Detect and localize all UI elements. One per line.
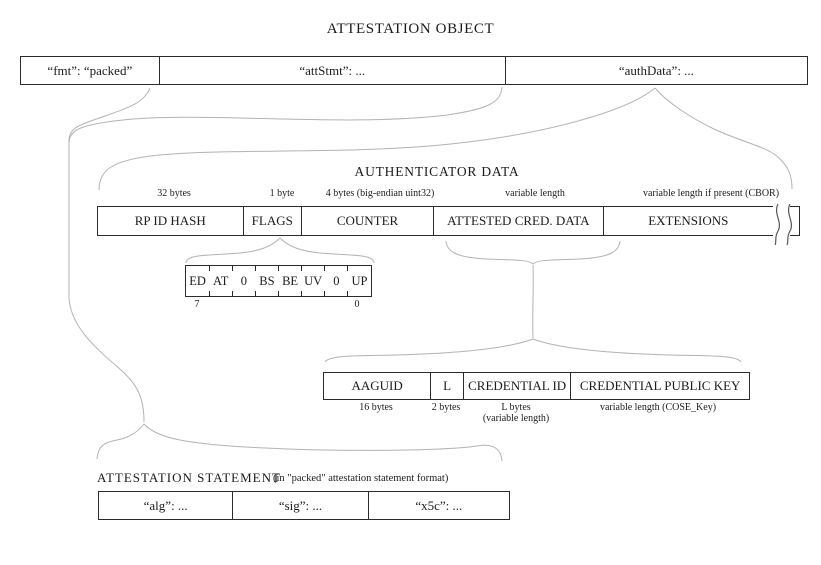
flag-bit-up: UP — [347, 265, 371, 297]
size-label-attested-cred-data: variable length — [505, 188, 565, 199]
counter-cell: COUNTER — [300, 207, 433, 235]
flags-cell: FLAGS — [242, 207, 301, 235]
extensions-cell: EXTENSIONS — [602, 207, 799, 235]
flag-bit-at: AT — [208, 265, 232, 297]
alg-cell: “alg”: ... — [143, 497, 188, 513]
size-label-credential-id-2: (variable length) — [482, 413, 550, 424]
flags-brace — [185, 237, 375, 264]
fmt-box: “fmt”: “packed” — [47, 62, 133, 78]
flag-bit-rfu2: 0 — [324, 265, 348, 297]
aaguid-cell: AAGUID — [351, 378, 403, 393]
authdata-box: “authData”: ... — [504, 57, 807, 84]
size-label-credential-public-key: variable length (COSE_Key) — [599, 402, 717, 413]
credential-id-cell: CREDENTIAL ID — [463, 373, 570, 399]
size-label-extensions: variable length if present (CBOR) — [642, 188, 780, 199]
authenticator-data-heading: AUTHENTICATOR DATA — [354, 164, 520, 179]
flag-bit-rfu1: 0 — [231, 265, 255, 297]
flags-bitfield: ED AT 0 BS BE UV 0 UP — [185, 265, 372, 297]
size-label-counter: 4 bytes (big-endian uint32) — [325, 188, 435, 199]
flag-bit-uv: UV — [301, 265, 325, 297]
page-title: ATTESTATION OBJECT — [326, 21, 495, 37]
attested-cred-data-cell: ATTESTED CRED. DATA — [433, 207, 602, 235]
flag-bit-ed: ED — [189, 273, 206, 288]
size-label-aaguid: 16 bytes — [359, 402, 393, 413]
bit-index-lsb: 0 — [354, 299, 360, 310]
attested-cred-data-brace — [324, 240, 742, 363]
size-label-l: 2 bytes — [431, 402, 461, 413]
size-label-credential-id: L bytes — [501, 402, 531, 413]
attestation-object-row: “fmt”: “packed” “attStmt”: ... “authData… — [20, 56, 808, 85]
attestation-statement-row: “alg”: ... “sig”: ... “x5c”: ... — [98, 491, 510, 520]
rp-id-hash-cell: RP ID HASH — [134, 213, 206, 228]
attestation-statement-note: (in "packed" attestation statement forma… — [273, 473, 449, 484]
attestation-statement-brace — [96, 423, 503, 462]
bit-index-msb: 7 — [194, 299, 200, 310]
flag-bit-be: BE — [277, 265, 302, 297]
credential-public-key-cell: CREDENTIAL PUBLIC KEY — [570, 373, 749, 399]
attstmt-box: “attStmt”: ... — [158, 57, 505, 84]
authenticator-data-row: RP ID HASH FLAGS COUNTER ATTESTED CRED. … — [97, 206, 800, 236]
x5c-cell: “x5c”: ... — [367, 492, 509, 519]
size-label-rp-id-hash: 32 bytes — [157, 188, 191, 199]
sig-cell: “sig”: ... — [232, 492, 367, 519]
attestation-statement-heading: ATTESTATION STATEMENT — [97, 470, 281, 485]
flag-bit-bs: BS — [254, 265, 278, 297]
attested-credential-data-row: AAGUID L CREDENTIAL ID CREDENTIAL PUBLIC… — [323, 372, 750, 400]
size-label-flags: 1 byte — [269, 188, 295, 199]
length-cell: L — [430, 373, 463, 399]
